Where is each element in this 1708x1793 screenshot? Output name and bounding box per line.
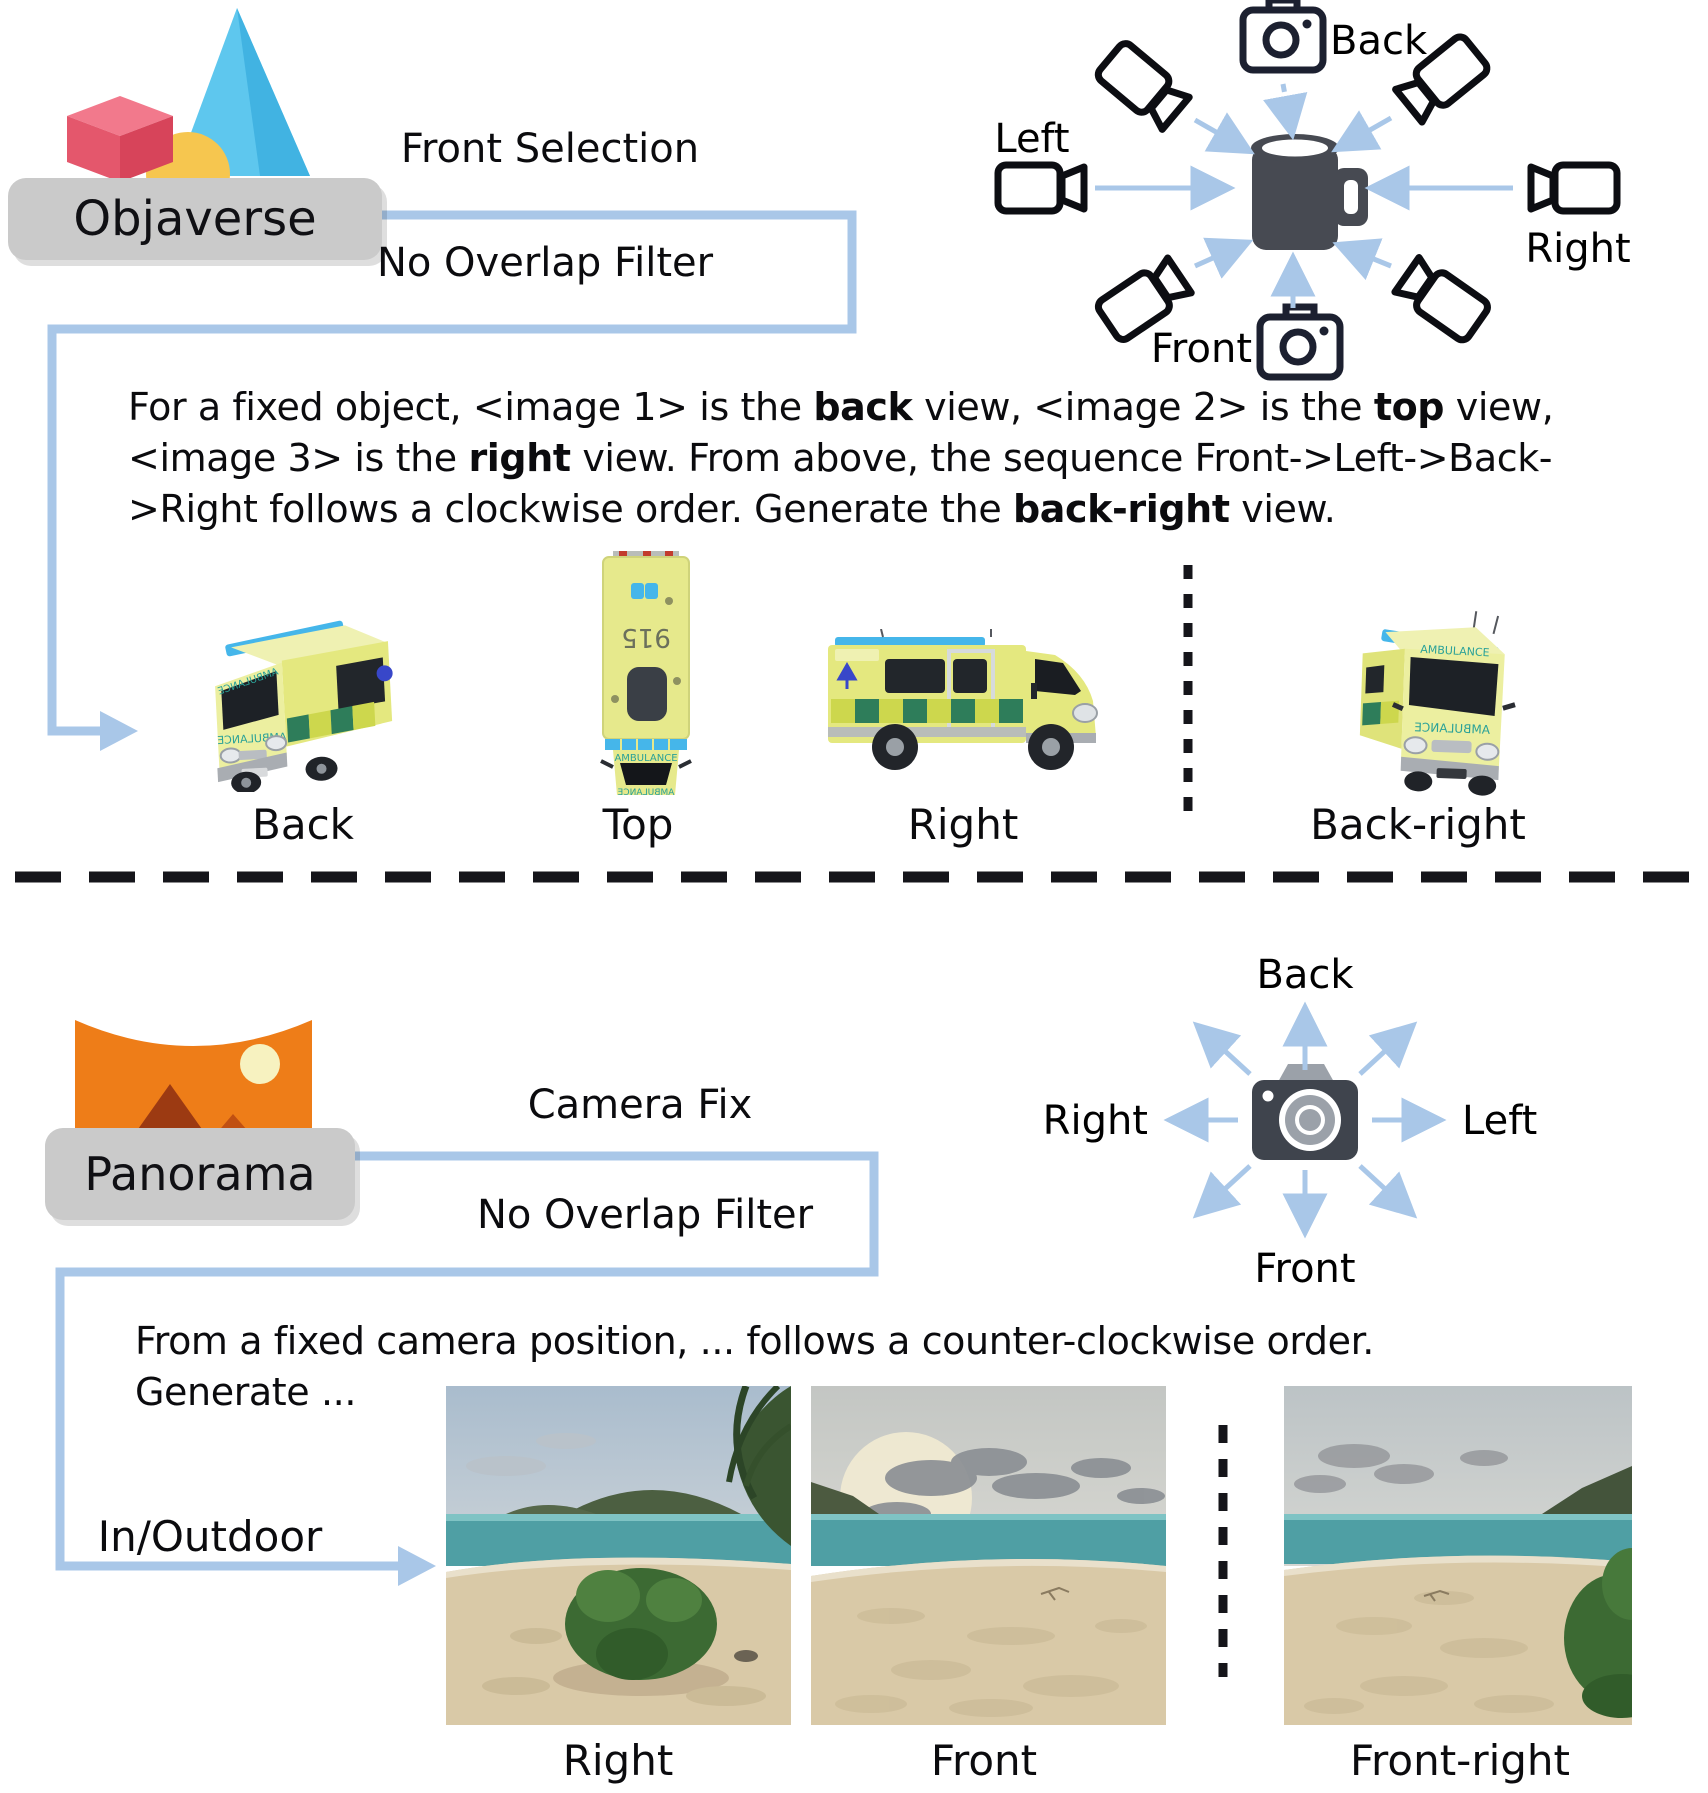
pano-label-right: Right	[1043, 1098, 1148, 1144]
caption-back-right: Back-right	[1310, 800, 1526, 849]
prompt-seg: For a fixed object, <image 1> is the	[128, 385, 814, 429]
prompt-seg: view, <image 2> is the	[912, 385, 1374, 429]
fixed-camera-icon	[1252, 1064, 1358, 1160]
back-left-video-camera-icon	[1095, 40, 1190, 131]
caption-right: Right	[907, 800, 1019, 849]
prompt-seg: view, <image 3> is the	[128, 385, 1554, 480]
ambulance-marking-text: AMBULANCE	[1420, 643, 1490, 660]
panorama-flow-arrowhead-icon	[398, 1546, 436, 1586]
objaverse-prompt-text: For a fixed object, <image 1> is the bac…	[128, 382, 1593, 535]
objaverse-flow-arrowhead-icon	[100, 711, 138, 751]
in-outdoor-label: In/Outdoor	[97, 1512, 323, 1561]
camera-ring-arrows	[1095, 83, 1513, 308]
caption-beach-front-right: Front-right	[1349, 1736, 1571, 1785]
prompt-bold-top: top	[1373, 385, 1445, 429]
objaverse-step-no-overlap: No Overlap Filter	[376, 240, 714, 286]
panorama-camera-diagram: Back Front Right Left	[1043, 952, 1538, 1292]
objaverse-logo-icon	[67, 8, 310, 189]
prompt-line1: From a fixed camera position, ... follow…	[135, 1319, 1374, 1363]
panorama-badge: Panorama	[45, 1128, 355, 1220]
ambulance-back-view-image: AMBULANCE AMBULANCE	[186, 612, 409, 792]
pano-label-front: Front	[1254, 1246, 1355, 1292]
objaverse-badge-label: Objaverse	[73, 191, 317, 247]
panorama-step-no-overlap: No Overlap Filter	[476, 1192, 814, 1238]
ambulance-marking-text: AMBULANCE	[617, 788, 674, 798]
pano-label-back: Back	[1256, 952, 1354, 998]
caption-back: Back	[252, 800, 354, 849]
ambulance-top-view-image: 915 AMBULANCE AMBULANCE	[589, 549, 703, 800]
objaverse-step-front-selection: Front Selection	[400, 126, 700, 172]
front-photo-camera-icon	[1260, 307, 1340, 377]
right-video-camera-icon	[1531, 165, 1617, 211]
ring-label-front: Front	[1151, 326, 1252, 372]
beach-front-view-image	[811, 1386, 1166, 1725]
prompt-bold-back-right: back-right	[1012, 486, 1230, 531]
objaverse-camera-ring-diagram: Back Left Right Front	[994, 0, 1631, 400]
ambulance-marking-text: AMBULANCE	[614, 753, 677, 764]
pano-label-left: Left	[1462, 1098, 1537, 1144]
mug-icon	[1251, 134, 1368, 250]
beach-right-view-image	[446, 1386, 791, 1725]
objaverse-badge: Objaverse	[8, 178, 382, 260]
ambulance-right-view-image	[823, 629, 1108, 779]
left-video-camera-icon	[998, 165, 1084, 211]
ring-label-back: Back	[1330, 18, 1428, 64]
ring-label-right: Right	[1525, 226, 1630, 272]
beach-front-right-view-image	[1284, 1386, 1632, 1725]
caption-top: Top	[602, 800, 674, 849]
panorama-step-camera-fix: Camera Fix	[527, 1082, 753, 1128]
caption-beach-front: Front	[930, 1736, 1038, 1785]
prompt-bold-back: back	[813, 385, 913, 429]
fixed-camera-arrows	[1163, 1001, 1447, 1239]
panorama-badge-label: Panorama	[84, 1147, 316, 1201]
ambulance-roof-number: 915	[621, 622, 671, 652]
prompt-seg: view.	[1229, 486, 1336, 531]
front-right-video-camera-icon	[1394, 256, 1491, 343]
ambulance-marking-text: AMBULANCE	[1414, 720, 1490, 737]
ambulance-back-right-view-image: AMBULANCE AMBULANCE	[1343, 610, 1533, 798]
panorama-prompt-text: From a fixed camera position, ... follow…	[135, 1316, 1525, 1418]
caption-beach-right: Right	[562, 1736, 674, 1785]
prompt-bold-right: right	[468, 435, 571, 480]
prompt-seg: view. From above, the sequence Front->Le…	[128, 435, 1553, 531]
ring-label-left: Left	[994, 116, 1069, 162]
prompt-line2: Generate ...	[135, 1369, 356, 1414]
back-photo-camera-icon	[1243, 0, 1323, 70]
